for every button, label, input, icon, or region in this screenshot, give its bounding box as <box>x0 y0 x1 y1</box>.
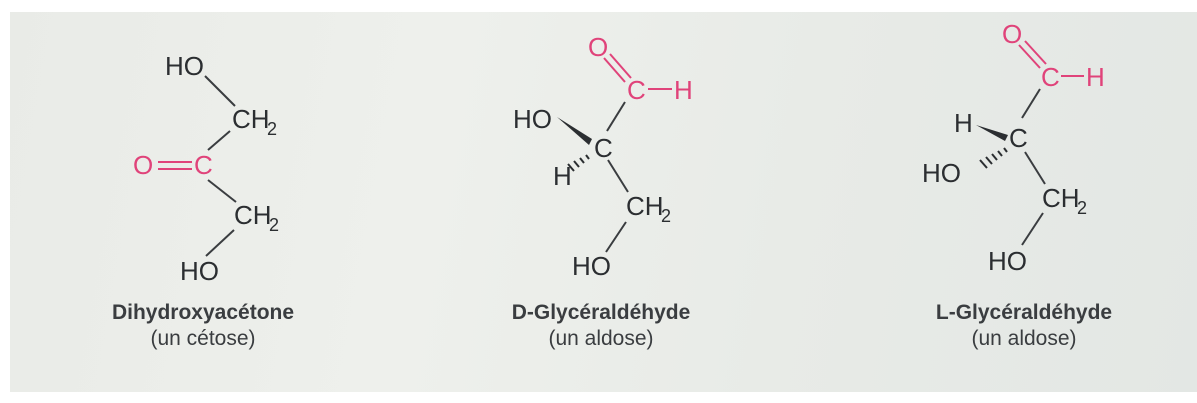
molecule-name-text: -Glycéraldéhyde <box>948 301 1113 324</box>
atom-ch2-bottom: CH <box>234 200 272 230</box>
caption-dihydroxyacetone: Dihydroxyacétone (un cétose) <box>43 300 363 352</box>
bond-c-ch2-bottom <box>207 179 237 203</box>
bond-c-o-double-1 <box>1018 44 1041 69</box>
bond-ch2-c-top <box>207 130 231 151</box>
molecule-l-glyceraldehyde: O C H H C HO CH 2 HO <box>922 19 1105 276</box>
bond-c-o-double-2 <box>609 53 632 79</box>
atom-c-aldehyde: C <box>627 75 646 105</box>
atom-ch2: CH <box>1042 183 1080 213</box>
atom-ch2-bottom-subscript: 2 <box>269 215 279 235</box>
molecule-kind: (un cétose) <box>150 327 256 350</box>
bond-cald-ccenter <box>606 101 626 132</box>
molecule-kind: (un aldose) <box>548 327 654 350</box>
atom-ch2-top: CH <box>232 104 270 134</box>
bond-c-o-double-1 <box>603 57 626 83</box>
atom-ho-top: HO <box>165 51 204 81</box>
bond-ch2-ho <box>605 221 627 253</box>
atom-c-center: C <box>594 133 613 163</box>
atom-ch2-top-subscript: 2 <box>267 119 277 139</box>
bond-ch2-ho <box>1021 212 1044 246</box>
atom-c-aldehyde: C <box>1041 62 1060 92</box>
atom-o-aldehyde: O <box>1002 19 1022 49</box>
atom-h-left: H <box>553 161 572 191</box>
bond-wedge-h <box>976 125 1008 141</box>
molecule-name-text: -Glycéraldéhyde <box>526 301 691 324</box>
bond-wedge-ho <box>557 117 592 145</box>
atom-c-ketone: C <box>194 150 213 180</box>
atom-c-center: C <box>1009 123 1028 153</box>
molecule-d-glyceraldehyde: O C H HO C H CH 2 HO <box>513 32 693 281</box>
molecule-name: D-Glycéraldéhyde <box>441 300 761 326</box>
configuration-prefix: L <box>935 301 949 324</box>
caption-l-glyceraldehyde: L-Glycéraldéhyde (un aldose) <box>864 300 1184 352</box>
bond-ho-ch2-top <box>204 75 236 107</box>
atom-h-left: H <box>954 108 973 138</box>
caption-d-glyceraldehyde: D-Glycéraldéhyde (un aldose) <box>441 300 761 352</box>
atom-ch2: CH <box>626 191 664 221</box>
configuration-prefix: D <box>511 301 527 324</box>
atom-ho-bottom: HO <box>572 251 611 281</box>
bond-cald-ccenter <box>1021 88 1041 119</box>
bond-ccenter-ch2 <box>607 159 629 193</box>
bond-hash-h <box>567 154 590 172</box>
atom-ho-bottom: HO <box>988 246 1027 276</box>
molecule-kind: (un aldose) <box>971 327 1077 350</box>
bond-hash-ho <box>979 147 1008 169</box>
bond-ccenter-ch2 <box>1024 151 1046 185</box>
atom-ch2-subscript: 2 <box>1077 198 1087 218</box>
molecule-dihydroxyacetone: HO CH 2 O C CH 2 HO <box>133 51 279 286</box>
atom-ho-left: HO <box>922 158 961 188</box>
atom-ch2-subscript: 2 <box>661 206 671 226</box>
diagram-panel <box>10 12 1197 392</box>
atom-o-aldehyde: O <box>588 32 608 62</box>
atom-ho-left: HO <box>513 104 552 134</box>
atom-h-aldehyde: H <box>1086 62 1105 92</box>
atom-ho-bottom: HO <box>180 256 219 286</box>
molecule-name: Dihydroxyacétone <box>111 301 295 324</box>
atom-h-aldehyde: H <box>674 75 693 105</box>
bond-c-o-double-2 <box>1024 40 1047 65</box>
bond-ch2-ho-bottom <box>205 229 235 257</box>
atom-o-ketone: O <box>133 150 153 180</box>
molecule-name: L-Glycéraldéhyde <box>864 300 1184 326</box>
